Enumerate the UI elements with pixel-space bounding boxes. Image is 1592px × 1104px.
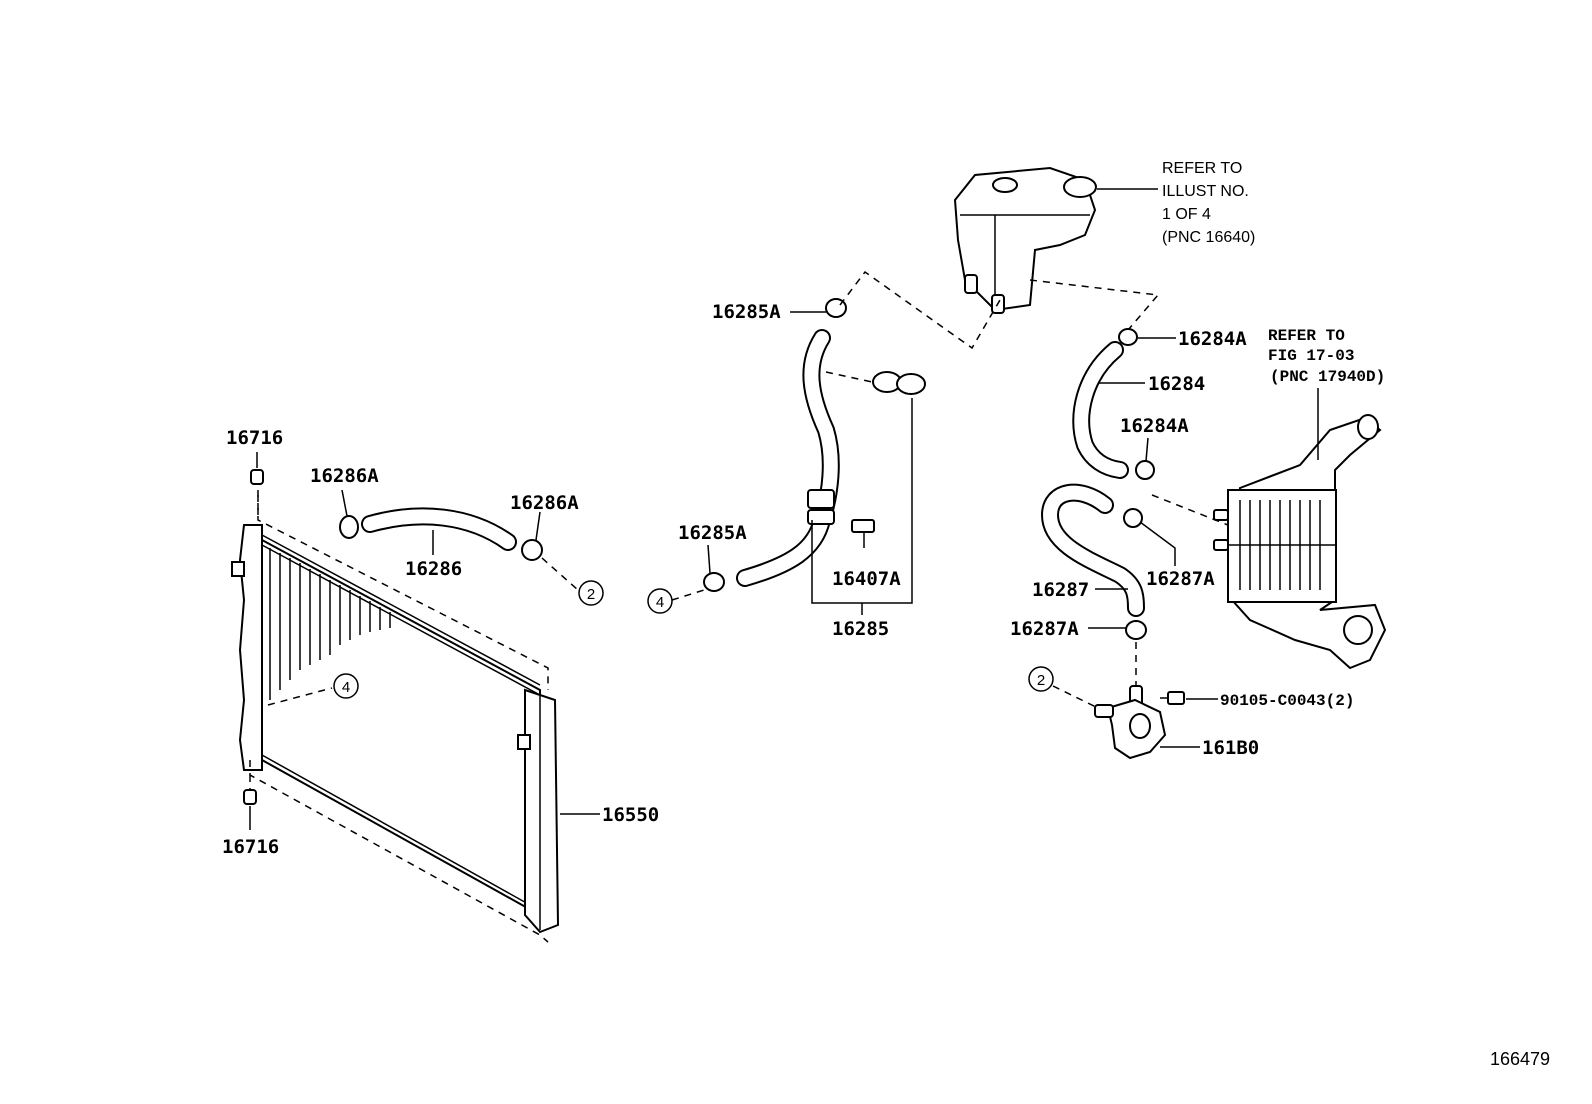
- clamp-16287A-left[interactable]: [1125, 620, 1147, 640]
- reservoir-tank[interactable]: [953, 166, 1097, 314]
- note-reservoir-1: REFER TO: [1162, 160, 1242, 177]
- note-reservoir-2: ILLUST NO.: [1162, 183, 1249, 200]
- circle-ref-2-b: 2: [1028, 666, 1054, 692]
- clamp-16286A-left[interactable]: [339, 515, 359, 539]
- label-161B0: 161B0: [1202, 737, 1259, 759]
- label-16286A-right: 16286A: [510, 492, 579, 514]
- intercooler-assembly[interactable]: [1213, 414, 1387, 670]
- circle-ref-4-b: 4: [647, 588, 673, 614]
- hose-clip-double[interactable]: [872, 371, 926, 395]
- water-inlet-161B0[interactable]: [1094, 685, 1167, 760]
- circle-ref-2-a: 2: [578, 580, 604, 606]
- label-16287: 16287: [1032, 579, 1089, 601]
- grommet-16716-bottom[interactable]: [243, 789, 257, 805]
- label-16285A-top: 16285A: [712, 301, 781, 323]
- label-16284A-mid: 16284A: [1120, 415, 1189, 437]
- hose-16284[interactable]: [1072, 341, 1129, 479]
- clamp-16284A-top[interactable]: [1118, 328, 1138, 346]
- label-16287A-right: 16287A: [1146, 568, 1215, 590]
- label-16286A-left: 16286A: [310, 465, 379, 487]
- label-16285A-bottom: 16285A: [678, 522, 747, 544]
- label-16287A-left: 16287A: [1010, 618, 1079, 640]
- label-16716-top: 16716: [226, 427, 283, 449]
- illustration-number: 166479: [1490, 1049, 1550, 1069]
- label-16284: 16284: [1148, 373, 1205, 395]
- grommet-16716-top[interactable]: [250, 469, 264, 485]
- radiator-16550[interactable]: [231, 490, 560, 943]
- hose-16287[interactable]: [1041, 483, 1145, 617]
- circle-ref-4-a: 4: [333, 673, 359, 699]
- note-reservoir-3: 1 OF 4: [1162, 206, 1211, 223]
- svg-text:2: 2: [587, 586, 595, 603]
- hose-16285[interactable]: [736, 329, 840, 587]
- svg-text:4: 4: [656, 594, 664, 611]
- clamp-16286A-right[interactable]: [521, 539, 543, 561]
- label-16284A-top: 16284A: [1178, 328, 1247, 350]
- note-intercooler-2: FIG 17-03: [1268, 347, 1354, 365]
- label-16286: 16286: [405, 558, 462, 580]
- note-intercooler-1: REFER TO: [1268, 327, 1345, 345]
- bolt-90105-C0043[interactable]: [1160, 691, 1185, 705]
- label-16407A: 16407A: [832, 568, 901, 590]
- clamp-16284A-mid[interactable]: [1135, 460, 1155, 480]
- clamp-16285A-bottom[interactable]: [703, 572, 725, 592]
- label-16550: 16550: [602, 804, 659, 826]
- svg-text:4: 4: [342, 679, 350, 696]
- label-16716-bottom: 16716: [222, 836, 279, 858]
- clamp-16287A-right[interactable]: [1123, 508, 1143, 528]
- label-90105-C0043: 90105-C0043(2): [1220, 692, 1354, 710]
- note-intercooler-3: (PNC 17940D): [1270, 368, 1385, 386]
- hose-16286[interactable]: [361, 507, 517, 551]
- note-reservoir-4: (PNC 16640): [1162, 229, 1255, 246]
- svg-text:2: 2: [1037, 672, 1045, 689]
- plug-16407A[interactable]: [851, 519, 875, 548]
- label-16285: 16285: [832, 618, 889, 640]
